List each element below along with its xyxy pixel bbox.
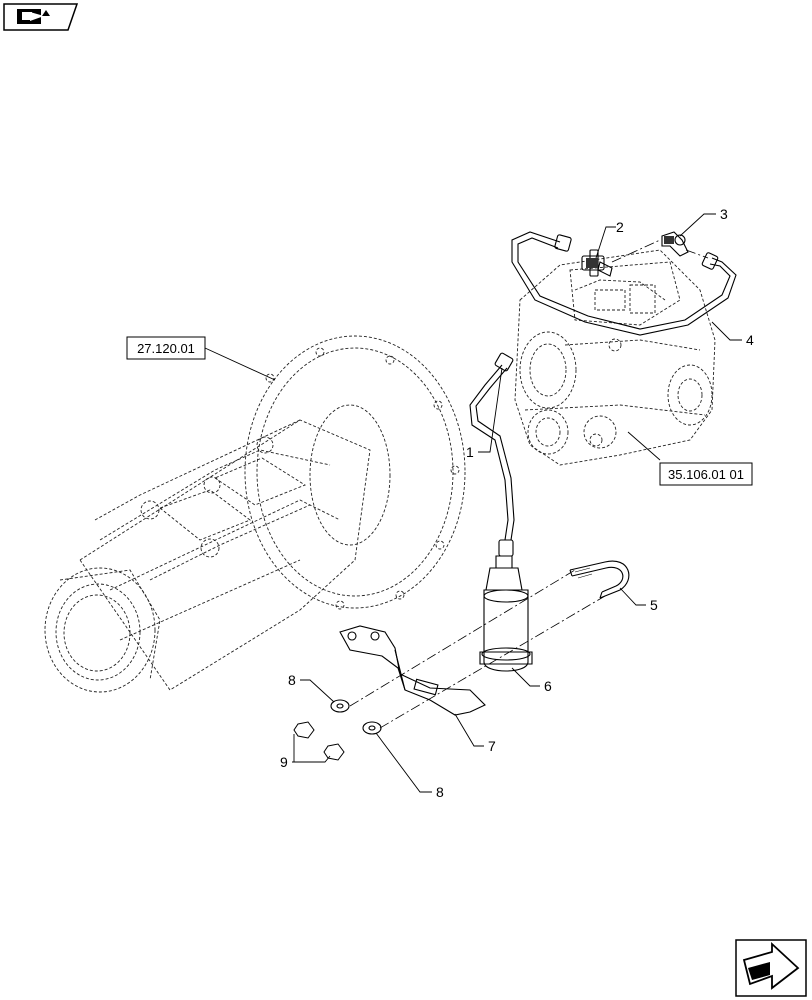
callout-7: 7: [488, 738, 496, 754]
callout-2: 2: [616, 219, 624, 235]
center-lines: [349, 239, 709, 729]
hydraulic-pump-ghost: [514, 249, 716, 466]
callout-6: 6: [544, 678, 552, 694]
part-1-tube: [469, 352, 515, 557]
next-page-arrow-icon[interactable]: [735, 939, 807, 997]
callout-1: 1: [466, 444, 474, 460]
part-3-elbow: [661, 231, 689, 257]
callout-3: 3: [720, 206, 728, 222]
part-4-pipe: [511, 231, 737, 336]
part-7-bracket: [339, 625, 486, 716]
part-2-fitting: [581, 249, 613, 277]
leader-lines: [204, 213, 742, 793]
callout-5: 5: [650, 597, 658, 613]
svg-text:27.120.01: 27.120.01: [137, 341, 195, 356]
part-5-u-bolt: [569, 560, 630, 599]
axle-housing-ghost: [44, 335, 466, 693]
callout-8-lower: 8: [436, 784, 444, 800]
callout-4: 4: [746, 332, 754, 348]
ref-box-axle-housing[interactable]: 27.120.01: [126, 336, 206, 360]
part-6-accumulator: [479, 555, 533, 672]
ref-box-pump[interactable]: 35.106.01 01: [659, 462, 753, 486]
callout-9: 9: [280, 754, 288, 770]
part-9-nuts: [293, 721, 345, 761]
svg-text:35.106.01 01: 35.106.01 01: [668, 467, 744, 482]
part-8-washers: [330, 699, 382, 735]
callout-8-upper: 8: [288, 672, 296, 688]
book-pointer-icon[interactable]: [3, 3, 79, 31]
